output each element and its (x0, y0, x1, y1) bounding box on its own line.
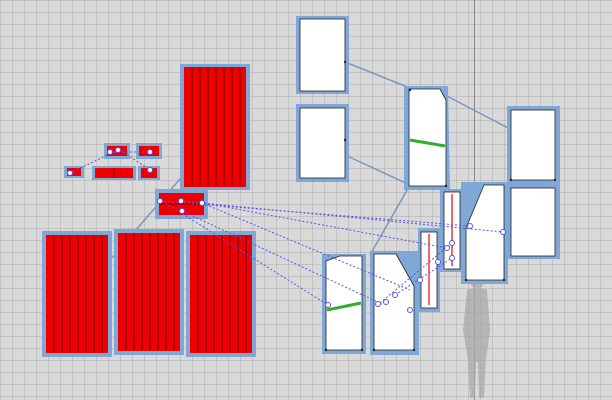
human-scale-figure (463, 271, 490, 398)
connector-line (344, 61, 411, 89)
red-panel[interactable] (42, 231, 112, 357)
handle[interactable] (449, 255, 455, 261)
handle[interactable] (157, 198, 163, 204)
connector-line (369, 184, 411, 256)
handle[interactable] (467, 223, 473, 229)
handle[interactable] (417, 277, 423, 283)
handle[interactable] (178, 198, 184, 204)
white-panel[interactable] (507, 106, 560, 184)
white-panel-slanted[interactable] (461, 182, 508, 284)
red-panel[interactable] (186, 231, 256, 357)
handle[interactable] (500, 229, 506, 235)
handle[interactable] (179, 208, 185, 214)
white-panel[interactable] (296, 104, 349, 182)
white-panel-with-green-trim[interactable] (322, 254, 366, 354)
handle[interactable] (67, 170, 73, 176)
white-panel-narrow[interactable] (418, 228, 440, 312)
red-panel-small[interactable] (155, 189, 208, 219)
handle[interactable] (435, 259, 441, 265)
green-trim (326, 301, 362, 312)
handle[interactable] (115, 147, 121, 153)
handle[interactable] (147, 149, 153, 155)
handle[interactable] (147, 167, 153, 173)
red-panel-small[interactable] (92, 166, 136, 180)
red-panel[interactable] (180, 64, 250, 190)
white-panel[interactable] (296, 16, 349, 94)
handle[interactable] (107, 149, 113, 155)
white-panel-with-green-trim[interactable] (404, 86, 450, 190)
white-panel-slanted[interactable] (370, 251, 419, 355)
green-trim (409, 138, 446, 148)
red-panel-small[interactable] (138, 166, 160, 180)
selection-handles[interactable] (67, 147, 506, 313)
handle[interactable] (407, 307, 413, 313)
red-panel[interactable] (114, 229, 184, 355)
handle[interactable] (199, 200, 205, 206)
handle[interactable] (383, 299, 389, 305)
handle[interactable] (392, 292, 398, 298)
handle[interactable] (325, 302, 331, 308)
connector-line (344, 154, 411, 186)
corner-markers (324, 60, 557, 352)
handle[interactable] (444, 245, 450, 251)
connector-line (444, 94, 513, 131)
handle[interactable] (449, 240, 455, 246)
handle[interactable] (375, 301, 381, 307)
white-panel[interactable] (507, 184, 560, 259)
figure-body (463, 288, 490, 398)
